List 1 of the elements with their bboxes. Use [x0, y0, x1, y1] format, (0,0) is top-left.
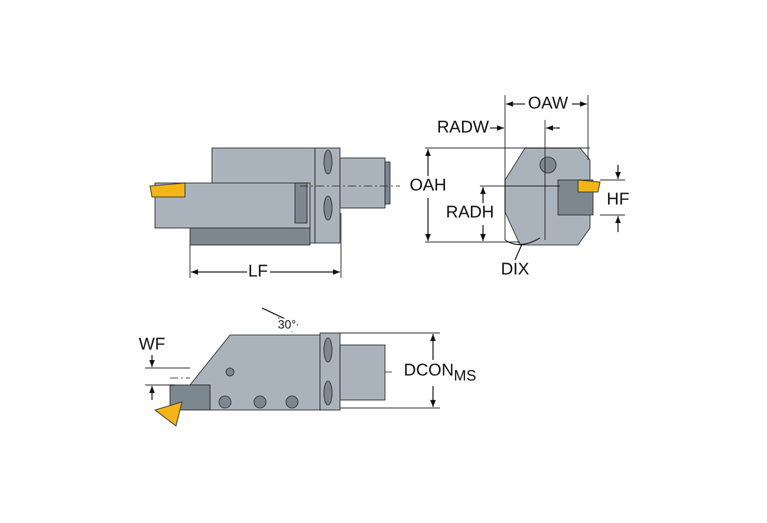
dimension-label: 30° — [276, 318, 298, 332]
